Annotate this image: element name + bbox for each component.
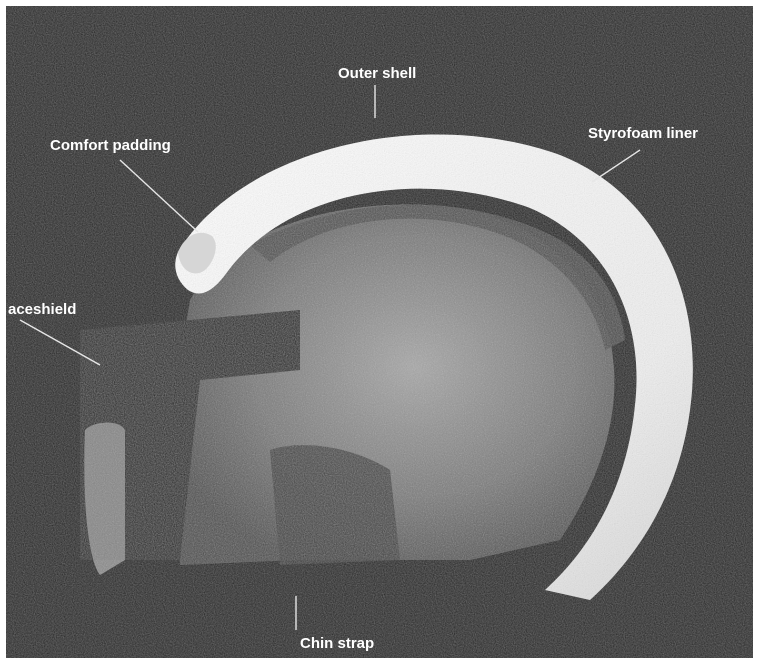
helmet-interior bbox=[170, 204, 625, 565]
label-faceshield: aceshield bbox=[8, 301, 76, 318]
label-styrofoam-liner: Styrofoam liner bbox=[588, 125, 698, 142]
label-outer-shell: Outer shell bbox=[338, 65, 416, 82]
label-comfort-padding: Comfort padding bbox=[50, 137, 171, 154]
label-chin-strap: Chin strap bbox=[300, 635, 374, 652]
